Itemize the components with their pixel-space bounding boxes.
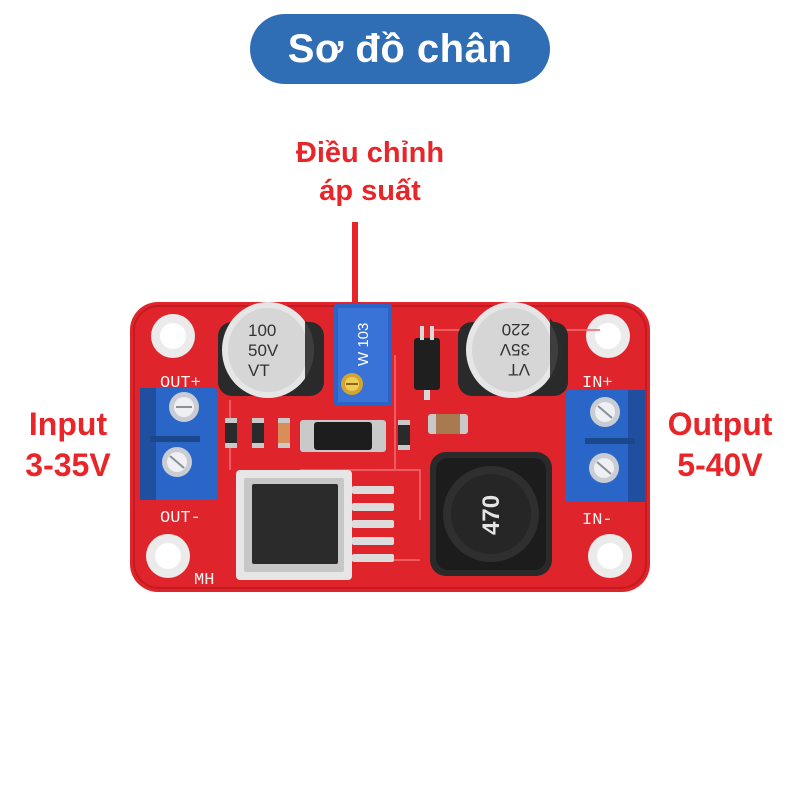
page-title: Sơ đồ chân [287,26,513,71]
silk-out-plus: OUT+ [160,374,201,393]
input-label: Input 3-35V [8,404,128,486]
cap-right-line1: VT [508,360,530,379]
silk-mh: MH [194,571,214,590]
transistor-sot23 [414,326,440,400]
mounting-hole [151,314,195,358]
smd-capacitor [428,414,468,434]
schottky-diode [300,420,386,452]
xl6009-ic [236,470,394,580]
mounting-hole [146,534,190,578]
mounting-hole [588,534,632,578]
silk-in-minus: IN- [582,511,613,530]
adjust-label-line2: áp suất [319,175,421,207]
input-label-line1: Input [28,406,108,442]
pot-marking: W 103 [355,323,372,366]
adjust-pressure-label: Điều chỉnh áp suất [250,134,490,210]
output-label: Output 5-40V [650,404,790,486]
cap-left-line2: 50V [248,341,279,360]
input-label-line2: 3-35V [25,447,111,483]
output-label-line2: 5-40V [677,447,763,483]
silk-out-minus: OUT- [160,509,201,528]
cap-right-line3: 220 [502,320,530,339]
output-label-line1: Output [667,406,773,442]
page-title-pill: Sơ đồ chân [250,14,550,84]
adjust-label-line1: Điều chỉnh [295,137,445,169]
output-terminal-block [565,390,645,502]
cap-left-line1: 100 [248,321,276,340]
smd-resistors [225,418,410,450]
potentiometer: W 103 [334,304,392,406]
cap-left-line3: VT [248,361,270,380]
capacitor-100uf: 100 50V VT [218,302,324,398]
cap-right-line2: 35V [499,340,530,359]
silk-in-plus: IN+ [582,374,613,393]
capacitor-220uf: VT 35V 220 [458,302,568,398]
mounting-hole [586,314,630,358]
input-terminal-block [140,388,218,500]
inductor-marking: 470 [478,495,505,535]
inductor-470: 470 [430,452,552,576]
